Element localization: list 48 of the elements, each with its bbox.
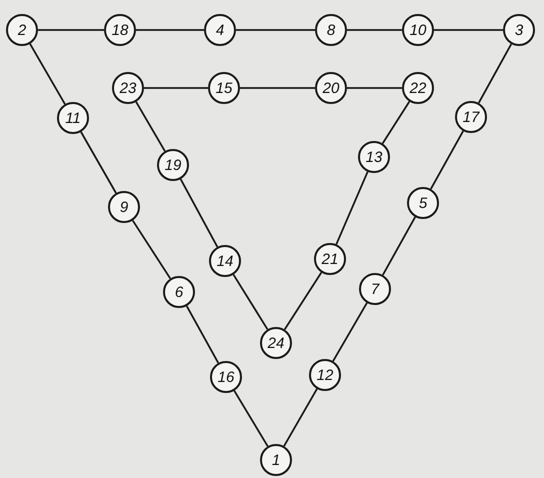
numbered-circle: 2 <box>6 14 38 46</box>
connector-line <box>478 44 512 104</box>
connector-line <box>186 306 220 364</box>
connector-line <box>29 43 66 105</box>
connector-line <box>236 29 315 31</box>
connector-line <box>180 178 218 248</box>
numbered-circle: 3 <box>503 14 535 46</box>
connector-line <box>132 220 172 280</box>
numbered-circle: 7 <box>359 273 391 305</box>
numbered-circle: 13 <box>358 141 390 173</box>
connector-line <box>144 87 208 89</box>
connector-line <box>430 130 464 190</box>
numbered-circle: 6 <box>163 276 195 308</box>
connector-line <box>332 302 368 362</box>
numbered-circle: 17 <box>455 101 487 133</box>
numbered-circle: 18 <box>104 14 136 46</box>
numbered-circle: 21 <box>314 243 346 275</box>
numbered-circle: 12 <box>309 359 341 391</box>
numbered-circle: 1 <box>260 444 292 476</box>
numbered-circle: 10 <box>402 14 434 46</box>
connector-line <box>434 29 503 31</box>
numbered-circle: 11 <box>57 102 89 134</box>
connector-line <box>347 87 402 89</box>
numbered-circle: 22 <box>402 72 434 104</box>
connector-line <box>284 272 322 330</box>
connector-line <box>240 87 315 89</box>
connector-line <box>233 390 269 447</box>
connector-line <box>136 29 204 31</box>
numbered-circle: 20 <box>315 72 347 104</box>
connector-line <box>80 131 117 194</box>
numbered-circle: 5 <box>407 187 439 219</box>
connector-line <box>232 274 268 330</box>
numbered-circle: 14 <box>209 245 241 277</box>
numbered-circle: 15 <box>208 72 240 104</box>
connector-line <box>135 101 166 152</box>
connector-line <box>347 29 402 31</box>
connector-line <box>283 388 318 447</box>
connector-line <box>38 29 104 31</box>
connector-line <box>336 171 368 245</box>
numbered-circle: 9 <box>108 191 140 223</box>
numbered-circle: 23 <box>112 72 144 104</box>
numbered-circle: 4 <box>204 14 236 46</box>
numbered-circle: 24 <box>260 327 292 359</box>
numbered-circle: 16 <box>210 361 242 393</box>
numbered-circle: 8 <box>315 14 347 46</box>
connector-line <box>382 216 416 276</box>
numbered-circle: 19 <box>157 149 189 181</box>
connector-line <box>382 101 410 144</box>
